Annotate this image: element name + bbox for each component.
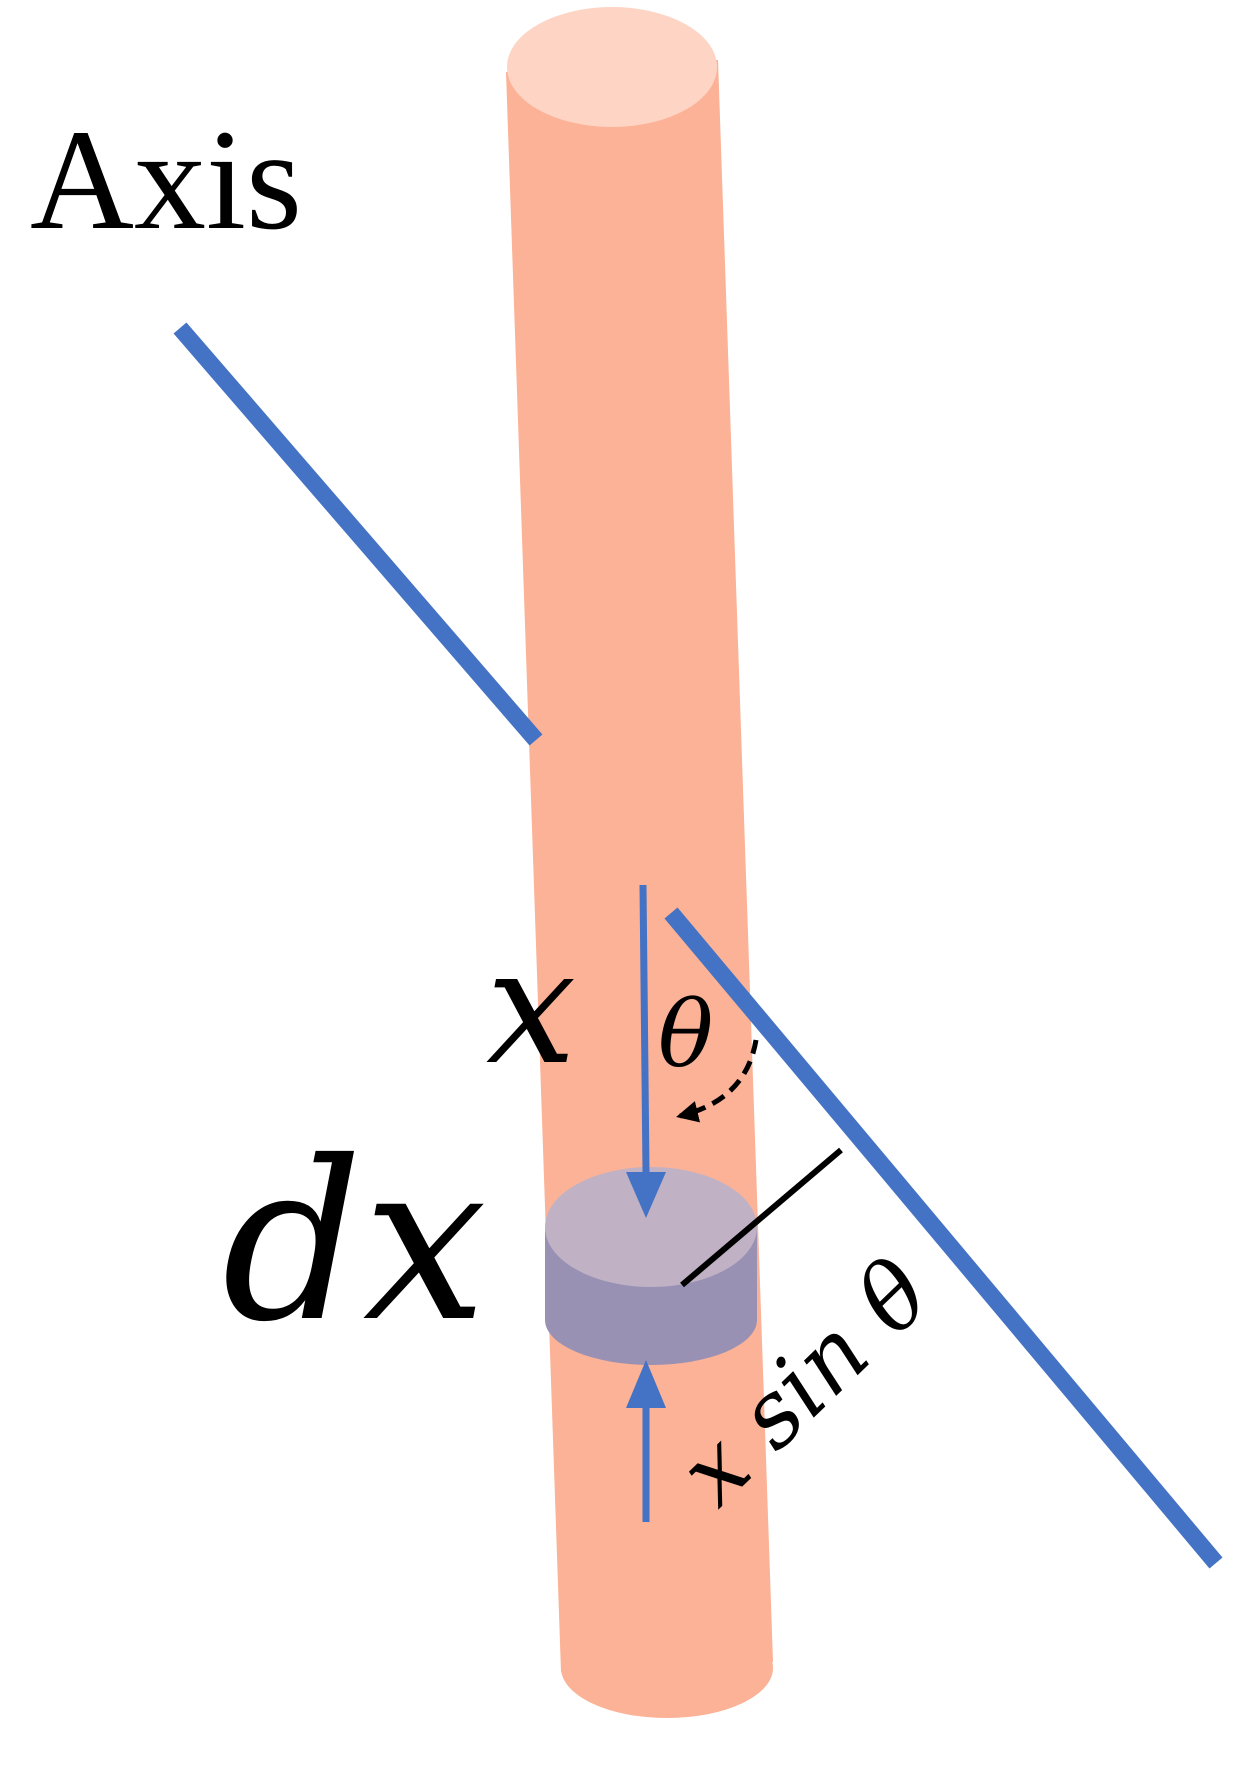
- mass-element-top: [545, 1167, 757, 1287]
- dx-label: dx: [222, 1114, 487, 1370]
- perpendicular-distance-line: [680, 1147, 843, 1288]
- arrow-down-icon: [626, 1172, 666, 1218]
- x-label: x: [486, 913, 576, 1100]
- axis-line-lower: [664, 907, 1223, 1569]
- distance-arrow-down: [626, 884, 666, 1218]
- axis-line-upper: [173, 322, 543, 746]
- dashed-curved-arrow-icon: [676, 1039, 759, 1123]
- rod-top-cap: [507, 7, 717, 127]
- axis-label: Axis: [30, 101, 302, 260]
- theta-label: θ: [658, 981, 713, 1088]
- rod-bottom-cap: [561, 1618, 773, 1718]
- distance-arrow-up: [626, 1360, 666, 1522]
- arrow-up-icon: [626, 1360, 666, 1408]
